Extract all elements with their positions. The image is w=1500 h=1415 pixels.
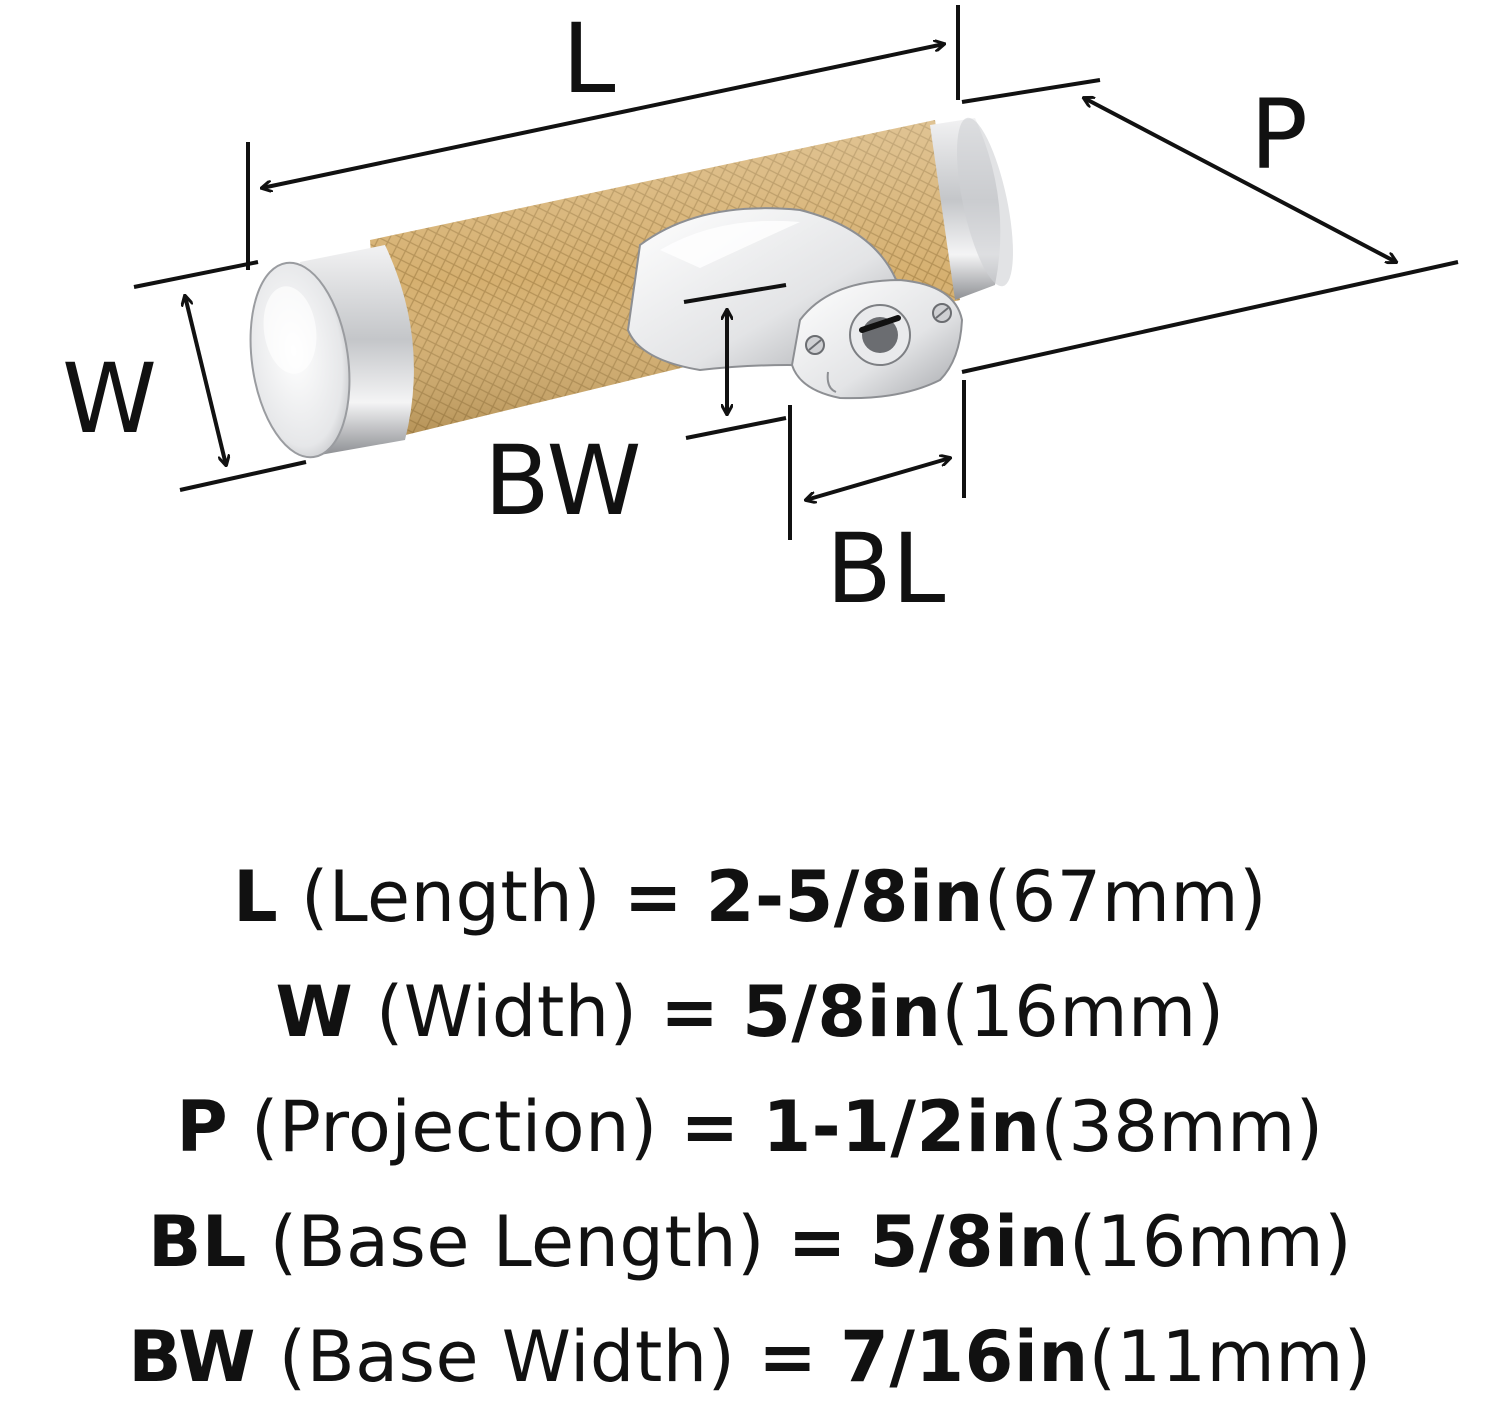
spec-imperial: 5/8in	[742, 971, 942, 1053]
w-dimension-arrow	[185, 296, 226, 465]
spec-length: L (Length) = 2-5/8in(67mm)	[0, 840, 1500, 955]
spec-imperial: 2-5/8in	[705, 856, 984, 938]
dimension-spec-list: L (Length) = 2-5/8in(67mm) W (Width) = 5…	[0, 840, 1500, 1415]
label-bw: BW	[484, 425, 641, 537]
bw-extension-bottom	[685, 416, 787, 440]
spec-name: (Base Width)	[278, 1316, 736, 1398]
w-extension-top	[133, 260, 259, 289]
p-dimension-arrow	[1084, 98, 1396, 262]
spec-abbr: BL	[147, 1201, 247, 1283]
l-dimension-arrow	[262, 44, 944, 188]
spec-equals: =	[680, 1086, 740, 1168]
spec-name: (Length)	[300, 856, 602, 938]
spec-metric: (16mm)	[1068, 1201, 1353, 1283]
bw-extension-top	[683, 283, 787, 304]
spec-metric: (67mm)	[983, 856, 1267, 938]
dimension-diagram: L P W BW BL	[62, 3, 1459, 625]
spec-metric: (38mm)	[1040, 1086, 1324, 1168]
spec-name: (Width)	[375, 971, 638, 1053]
spec-imperial: 5/8in	[869, 1201, 1069, 1283]
spec-imperial: 1-1/2in	[762, 1086, 1041, 1168]
spec-base-width: BW (Base Width) = 7/16in(11mm)	[0, 1300, 1500, 1415]
spec-abbr: BW	[128, 1316, 256, 1398]
spec-imperial: 7/16in	[840, 1316, 1089, 1398]
screw-icon	[932, 303, 952, 323]
spec-equals: =	[660, 971, 720, 1053]
label-p: P	[1250, 79, 1308, 191]
label-l: L	[562, 3, 615, 115]
spec-projection: P (Projection) = 1-1/2in(38mm)	[0, 1070, 1500, 1185]
spec-equals: =	[787, 1201, 847, 1283]
label-bl: BL	[826, 513, 945, 625]
mounting-base	[790, 278, 964, 400]
spec-name: (Base Length)	[269, 1201, 765, 1283]
spec-abbr: P	[176, 1086, 229, 1168]
spec-equals: =	[623, 856, 683, 938]
p-extension-bottom	[961, 260, 1459, 374]
spec-name: (Projection)	[250, 1086, 658, 1168]
w-extension-bottom	[179, 460, 307, 492]
p-extension-top	[961, 78, 1101, 104]
spec-abbr: W	[275, 971, 354, 1053]
spec-metric: (11mm)	[1088, 1316, 1372, 1398]
bar-pull-product	[249, 117, 1013, 459]
bl-dimension-arrow	[806, 458, 950, 500]
spec-width: W (Width) = 5/8in(16mm)	[0, 955, 1500, 1070]
spec-equals: =	[758, 1316, 818, 1398]
dimension-lines	[133, 5, 1459, 540]
label-w: W	[62, 343, 157, 455]
spec-metric: (16mm)	[941, 971, 1225, 1053]
screw-icon	[805, 335, 825, 355]
spec-base-length: BL (Base Length) = 5/8in(16mm)	[0, 1185, 1500, 1300]
spec-abbr: L	[233, 856, 279, 938]
right-end-cap	[930, 117, 1013, 300]
